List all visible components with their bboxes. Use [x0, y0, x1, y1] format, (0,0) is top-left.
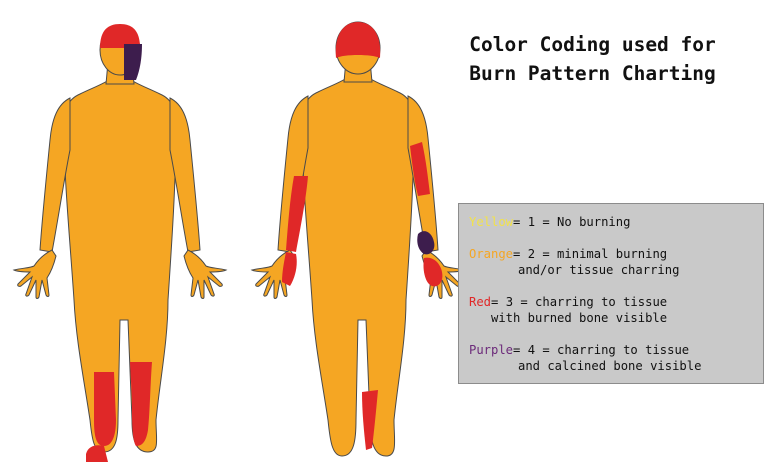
chart-title: Color Coding used for Burn Pattern Chart…: [420, 30, 765, 88]
legend-color-word-orange: Orange: [469, 247, 513, 261]
legend-text-purple: = 4 = charring to tissue: [513, 343, 689, 357]
legend-text-yellow: = 1 = No burning: [513, 215, 630, 229]
legend-color-word-yellow: Yellow: [469, 215, 513, 229]
chart-title-line-2: Burn Pattern Charting: [420, 59, 765, 88]
legend-text-orange: = 2 = minimal burning: [513, 247, 667, 261]
color-legend: Yellow= 1 = No burning Orange= 2 = minim…: [458, 203, 764, 384]
legend-text-purple-cont: and calcined bone visible: [469, 358, 759, 374]
front-body-silhouette: [14, 25, 226, 452]
legend-text-red-cont: with burned bone visible: [469, 310, 759, 326]
legend-text-red: = 3 = charring to tissue: [491, 295, 667, 309]
legend-color-word-red: Red: [469, 295, 491, 309]
legend-item-orange: Orange= 2 = minimal burning and/or tissu…: [469, 246, 759, 278]
legend-text-orange-cont: and/or tissue charring: [469, 262, 759, 278]
front-left-leg-burn-red: [94, 372, 116, 446]
legend-item-red: Red= 3 = charring to tissue with burned …: [469, 294, 759, 326]
legend-item-yellow: Yellow= 1 = No burning: [469, 214, 759, 230]
chart-title-line-1: Color Coding used for: [420, 30, 765, 59]
legend-item-purple: Purple= 4 = charring to tissue and calci…: [469, 342, 759, 374]
legend-color-word-purple: Purple: [469, 343, 513, 357]
front-body-figure: [14, 24, 226, 462]
front-head-burn-purple: [124, 44, 142, 80]
back-head-burn-red: [336, 22, 381, 58]
